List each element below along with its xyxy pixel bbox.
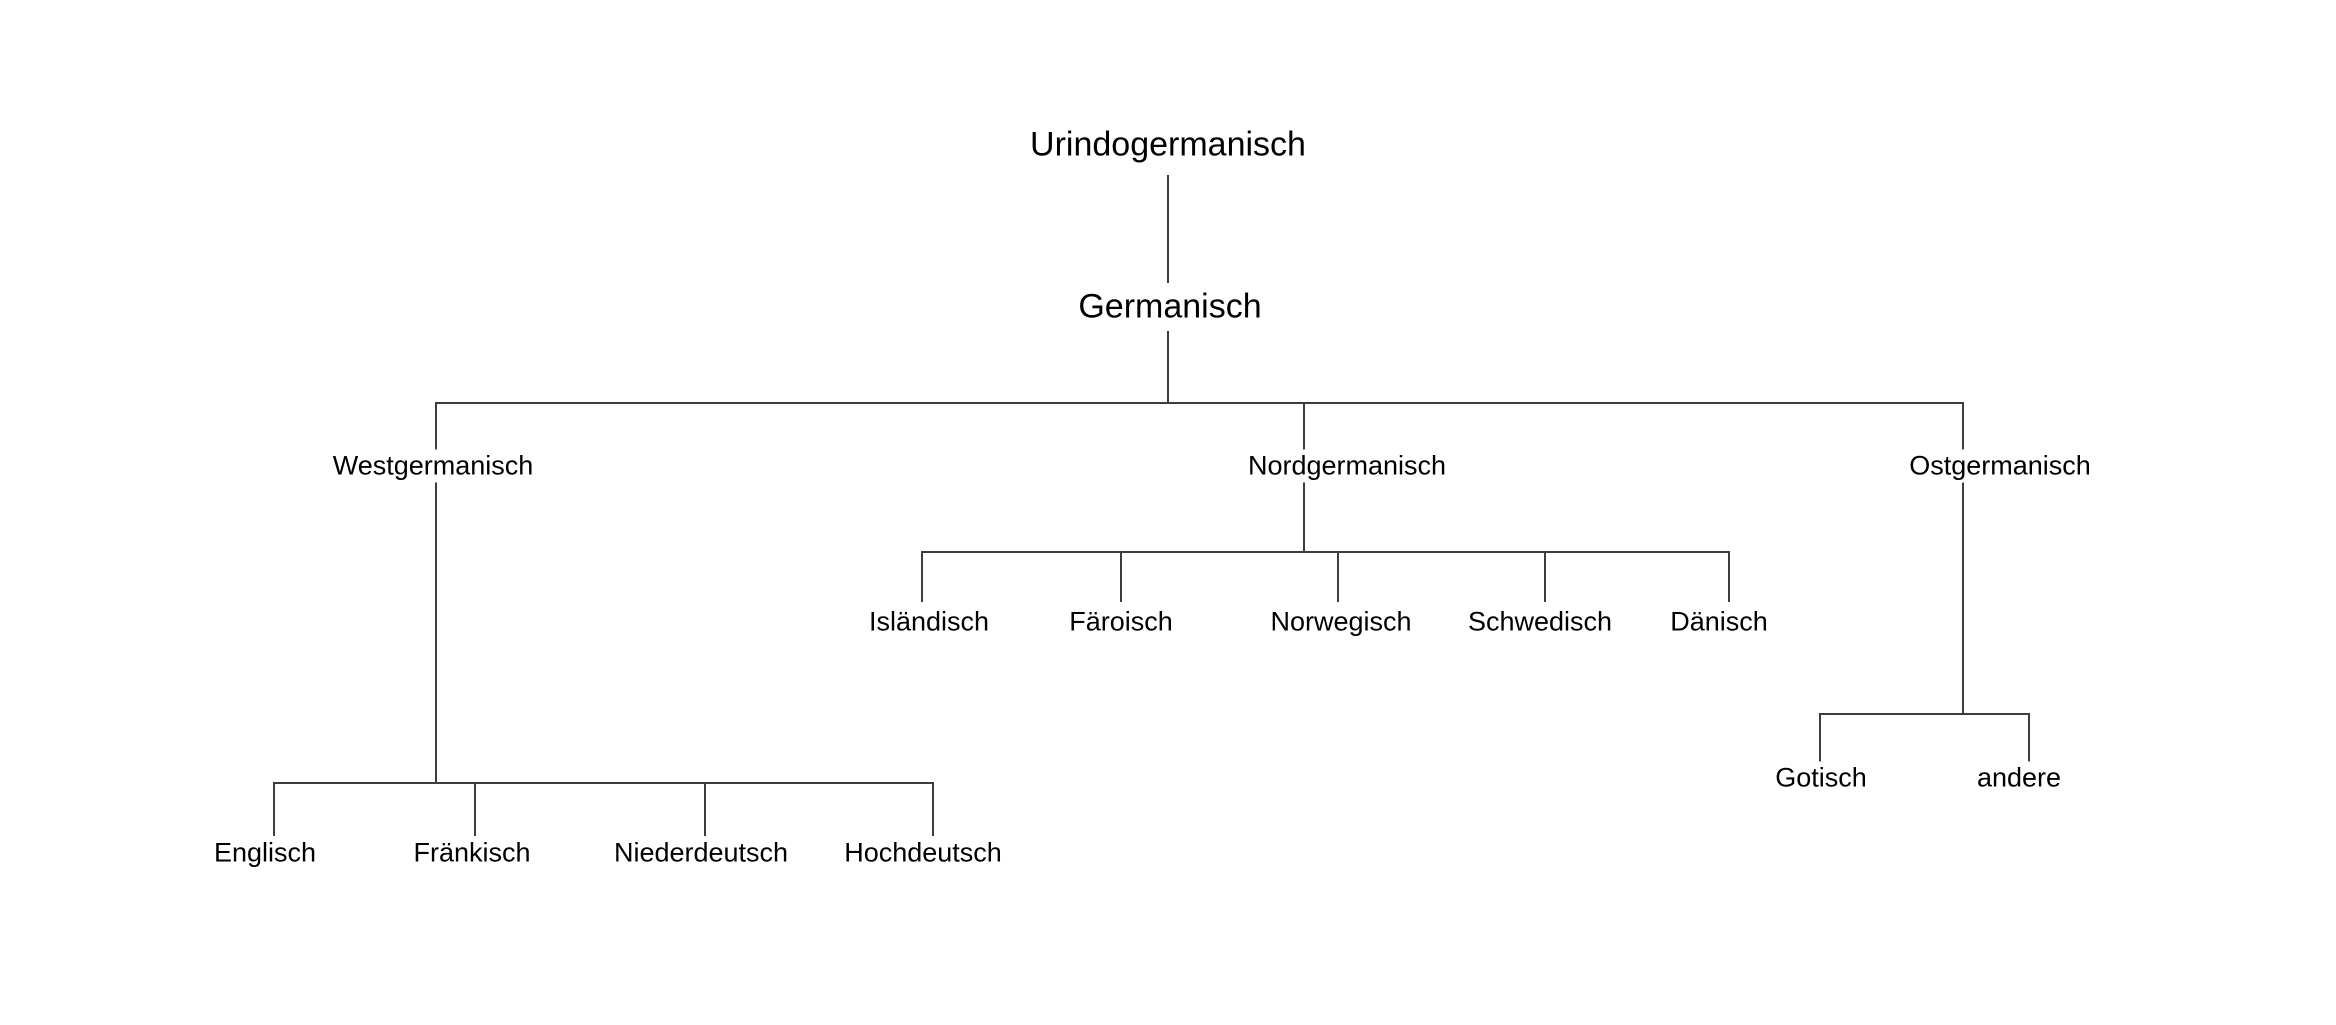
- connector-stem-schwedisch: [1544, 552, 1546, 602]
- connector-ost-spine: [1962, 403, 1964, 715]
- connector-stem-englisch: [273, 783, 275, 836]
- connector-stem-fraenkisch: [474, 783, 476, 836]
- connector-stem-daenisch: [1728, 552, 1730, 602]
- connector-stem-andere: [2028, 714, 2030, 762]
- connector-stem-niederdeutsch: [704, 783, 706, 836]
- connector-stem-hochdeutsch: [932, 783, 934, 836]
- node-ostgermanisch: Ostgermanisch: [1904, 449, 2096, 483]
- node-germanisch: Germanisch: [1072, 286, 1268, 328]
- node-fraenkisch: Fränkisch: [408, 836, 536, 870]
- node-faeroisch: Färoisch: [1064, 605, 1178, 639]
- connector-level2-bar: [435, 402, 1964, 404]
- connector-west-spine: [435, 403, 437, 784]
- connector-stem-islaendisch: [921, 552, 923, 602]
- node-hochdeutsch: Hochdeutsch: [839, 836, 1007, 870]
- node-nordgermanisch: Nordgermanisch: [1242, 449, 1452, 483]
- connector-germanisch-to-bar: [1167, 331, 1169, 404]
- node-norwegisch: Norwegisch: [1265, 605, 1417, 639]
- connector-root-to-germanisch: [1167, 175, 1169, 283]
- node-urindogermanisch: Urindogermanisch: [1024, 124, 1312, 166]
- node-andere: andere: [1971, 761, 2067, 795]
- node-daenisch: Dänisch: [1665, 605, 1773, 639]
- connector-stem-faeroisch: [1120, 552, 1122, 602]
- node-schwedisch: Schwedisch: [1462, 605, 1618, 639]
- connector-west-children-bar: [273, 782, 934, 784]
- connector-nord-children-bar: [921, 551, 1730, 553]
- node-niederdeutsch: Niederdeutsch: [608, 836, 794, 870]
- node-westgermanisch: Westgermanisch: [327, 449, 539, 483]
- node-englisch: Englisch: [208, 836, 322, 870]
- connector-ost-children-bar: [1819, 713, 2030, 715]
- node-islaendisch: Isländisch: [863, 605, 995, 639]
- connector-stem-gotisch: [1819, 714, 1821, 762]
- node-gotisch: Gotisch: [1770, 761, 1872, 795]
- connector-stem-norwegisch: [1337, 552, 1339, 602]
